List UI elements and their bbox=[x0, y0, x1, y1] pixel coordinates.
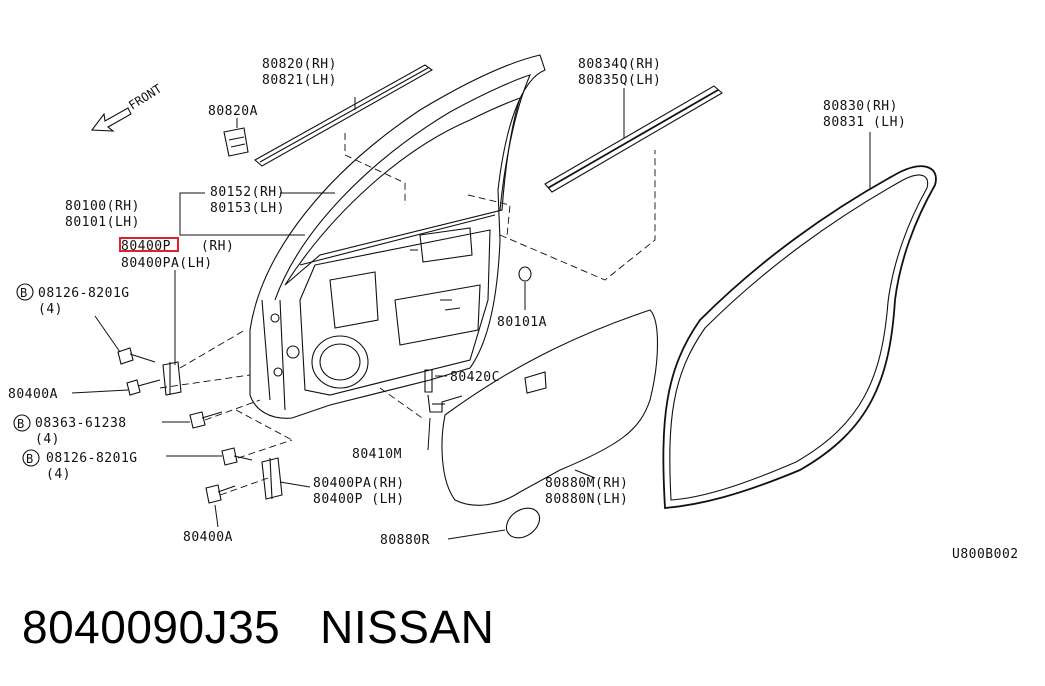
label-bolt2-qty: (4) bbox=[35, 432, 60, 447]
label-80100: 80100(RH) bbox=[65, 199, 140, 214]
bolt-symbol-2: B bbox=[13, 414, 31, 432]
label-80153: 80153(LH) bbox=[210, 201, 285, 216]
upper-hinge-part bbox=[162, 361, 182, 396]
selected-part-highlight bbox=[119, 237, 179, 252]
check-link-part bbox=[424, 369, 463, 451]
bolt-80400a-top-part bbox=[126, 379, 161, 396]
svg-text:B: B bbox=[20, 286, 27, 300]
brand-name: NISSAN bbox=[320, 601, 495, 653]
belt-molding-part bbox=[544, 85, 723, 193]
trim-panel-part bbox=[441, 309, 659, 506]
label-80101a: 80101A bbox=[497, 315, 547, 330]
label-80834q: 80834Q(RH) bbox=[578, 57, 661, 72]
label-bolt1-code: 08126-8201G bbox=[38, 286, 130, 301]
label-80830: 80830(RH) bbox=[823, 99, 898, 114]
label-80400pa-lh: 80400PA(LH) bbox=[121, 256, 213, 271]
label-80820a: 80820A bbox=[208, 104, 258, 119]
label-80420c: 80420C bbox=[450, 370, 500, 385]
label-80400p-part: 80400P bbox=[121, 239, 171, 254]
part-number: 8040090J35 bbox=[22, 601, 281, 653]
footer-caption: 8040090J35 NISSAN bbox=[22, 600, 494, 654]
diagram-code: U800B002 bbox=[952, 547, 1019, 562]
cover-80880r-part bbox=[447, 507, 541, 540]
lower-hinge-part bbox=[261, 457, 283, 500]
label-80880n: 80880N(LH) bbox=[545, 492, 628, 507]
bolt-symbol-1: B bbox=[16, 283, 34, 301]
front-arrow-icon bbox=[90, 107, 132, 132]
label-80101: 80101(LH) bbox=[65, 215, 140, 230]
label-bolt2-code: 08363-61238 bbox=[35, 416, 127, 431]
label-80835q: 80835Q(LH) bbox=[578, 73, 661, 88]
label-80400a-bottom: 80400A bbox=[183, 530, 233, 545]
label-80821lh: 80821(LH) bbox=[262, 73, 337, 88]
door-shell-part bbox=[249, 54, 546, 419]
label-80880m: 80880M(RH) bbox=[545, 476, 628, 491]
assembly-lines bbox=[159, 133, 656, 496]
leader-lines bbox=[71, 192, 335, 528]
grommet-80101a-part bbox=[518, 266, 532, 310]
lower-bolt-part bbox=[221, 447, 253, 466]
label-bolt1-qty: (4) bbox=[38, 302, 63, 317]
weatherstrip-part bbox=[662, 132, 937, 509]
label-bolt3-code: 08126-8201G bbox=[46, 451, 138, 466]
label-80400p-side: (RH) bbox=[201, 239, 234, 254]
label-80400a-top: 80400A bbox=[8, 387, 58, 402]
svg-text:B: B bbox=[26, 452, 33, 466]
window-channel-part bbox=[254, 64, 434, 167]
label-80400pa-rh: 80400PA(RH) bbox=[313, 476, 405, 491]
label-80152: 80152(RH) bbox=[210, 185, 285, 200]
label-80410m: 80410M bbox=[352, 447, 402, 462]
label-80880r: 80880R bbox=[380, 533, 430, 548]
bolt-08363-part bbox=[189, 411, 223, 429]
bolt-80400a-bottom-part bbox=[205, 484, 236, 504]
label-80831: 80831 (LH) bbox=[823, 115, 906, 130]
label-80400p-lh: 80400P (LH) bbox=[313, 492, 405, 507]
upper-bolt-part bbox=[117, 347, 156, 365]
label-80820rh: 80820(RH) bbox=[262, 57, 337, 72]
clip-80820a-part bbox=[223, 118, 249, 157]
svg-text:B: B bbox=[17, 417, 24, 431]
bolt-symbol-3: B bbox=[22, 449, 40, 467]
front-label: FRONT bbox=[126, 82, 164, 113]
label-bolt3-qty: (4) bbox=[46, 467, 71, 482]
